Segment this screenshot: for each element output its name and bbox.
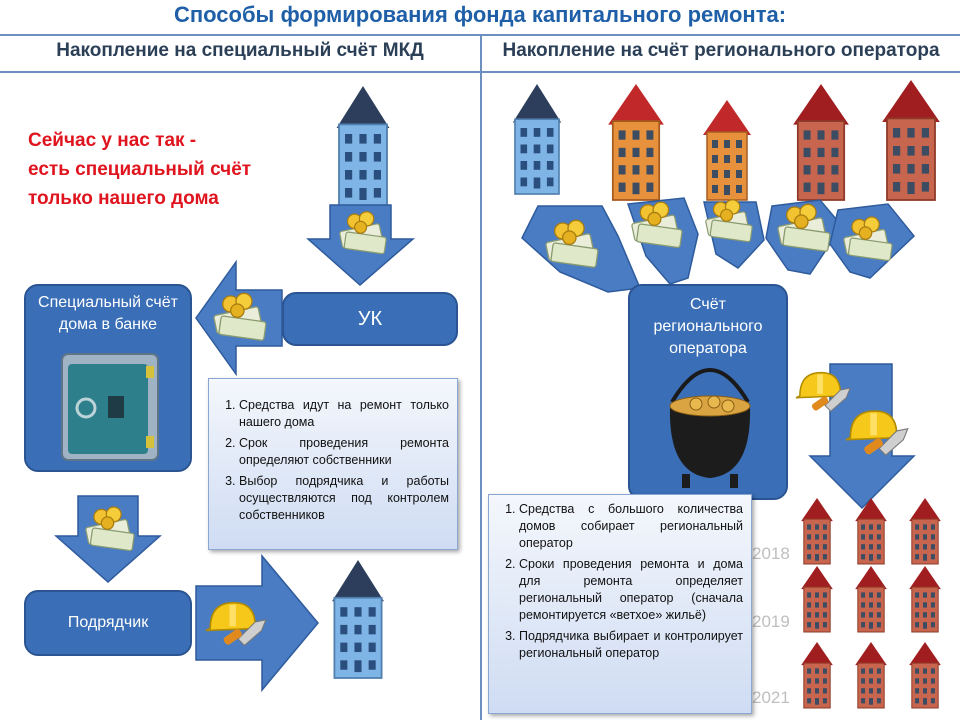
- bank-account-box: Специальный счёт дома в банке: [24, 284, 192, 472]
- money-stack-icon: [776, 203, 831, 253]
- right-features-note: Средства с большого количества домов соб…: [488, 494, 752, 714]
- red-house-icon: [854, 641, 888, 709]
- coin-pot-icon: [669, 368, 751, 488]
- red-house-icon: [881, 79, 941, 201]
- contractor-box: Подрядчик: [24, 590, 192, 656]
- orange-house-icon: [607, 83, 665, 201]
- page-title: Способы формирования фонда капитального …: [173, 2, 787, 27]
- money-stack-icon: [544, 219, 599, 269]
- current-state-line-3: только нашего дома: [28, 188, 219, 209]
- operator-account-label: Счёт регионального оператора: [653, 296, 763, 357]
- year-2018: 2018: [752, 544, 790, 563]
- money-stack-icon: [704, 199, 753, 243]
- money-stack-icon: [842, 216, 893, 262]
- builder-helmet-icon: [795, 371, 851, 413]
- red-house-icon: [854, 497, 888, 565]
- money-stack-icon: [338, 211, 387, 255]
- builder-helmet-icon: [845, 410, 909, 457]
- left-features-note: Средства идут на ремонт только нашего до…: [208, 378, 458, 550]
- red-house-icon: [908, 565, 942, 633]
- left-column-header: Накопление на специальный счёт МКД: [56, 40, 424, 61]
- blue-house-icon: [335, 85, 391, 207]
- bank-account-label: Специальный счёт дома в банке: [38, 294, 178, 333]
- red-house-icon: [854, 565, 888, 633]
- builder-helmet-icon: [205, 601, 267, 647]
- red-house-icon: [800, 565, 834, 633]
- year-2021: 2021: [752, 688, 790, 707]
- left-feature-1: Средства идут на ремонт только нашего до…: [239, 397, 449, 431]
- right-feature-1: Средства с большого количества домов соб…: [519, 501, 743, 552]
- right-column-header: Накопление на счёт регионального операто…: [502, 40, 940, 61]
- contractor-label: Подрядчик: [67, 614, 149, 631]
- red-house-icon: [800, 497, 834, 565]
- right-feature-3: Подрядчика выбирает и контролирует регио…: [519, 628, 743, 662]
- uk-box: УК: [282, 292, 458, 346]
- right-feature-2: Сроки проведения ремонта и дома для ремо…: [519, 556, 743, 624]
- red-house-icon: [908, 497, 942, 565]
- orange-house-icon: [702, 99, 752, 201]
- current-state-note: Сейчас у нас так - есть специальный счёт…: [28, 126, 251, 213]
- red-house-icon: [800, 641, 834, 709]
- red-house-icon: [792, 83, 850, 201]
- uk-label: УК: [357, 308, 383, 330]
- safe-icon: [61, 353, 159, 461]
- left-feature-3: Выбор подрядчика и работы осуществляются…: [239, 473, 449, 524]
- blue-house-icon: [511, 83, 563, 195]
- money-stack-icon: [84, 506, 135, 552]
- left-feature-2: Срок проведения ремонта определяют собст…: [239, 435, 449, 469]
- operator-account-box: Счёт регионального оператора: [628, 284, 788, 500]
- blue-house-icon: [331, 559, 385, 679]
- current-state-line-2: есть специальный счёт: [28, 159, 252, 180]
- money-stack-icon: [212, 292, 267, 342]
- red-house-icon: [908, 641, 942, 709]
- current-state-line-1: Сейчас у нас так -: [28, 130, 197, 151]
- column-divider: [480, 34, 482, 720]
- year-2019: 2019: [752, 612, 790, 631]
- money-stack-icon: [630, 201, 683, 249]
